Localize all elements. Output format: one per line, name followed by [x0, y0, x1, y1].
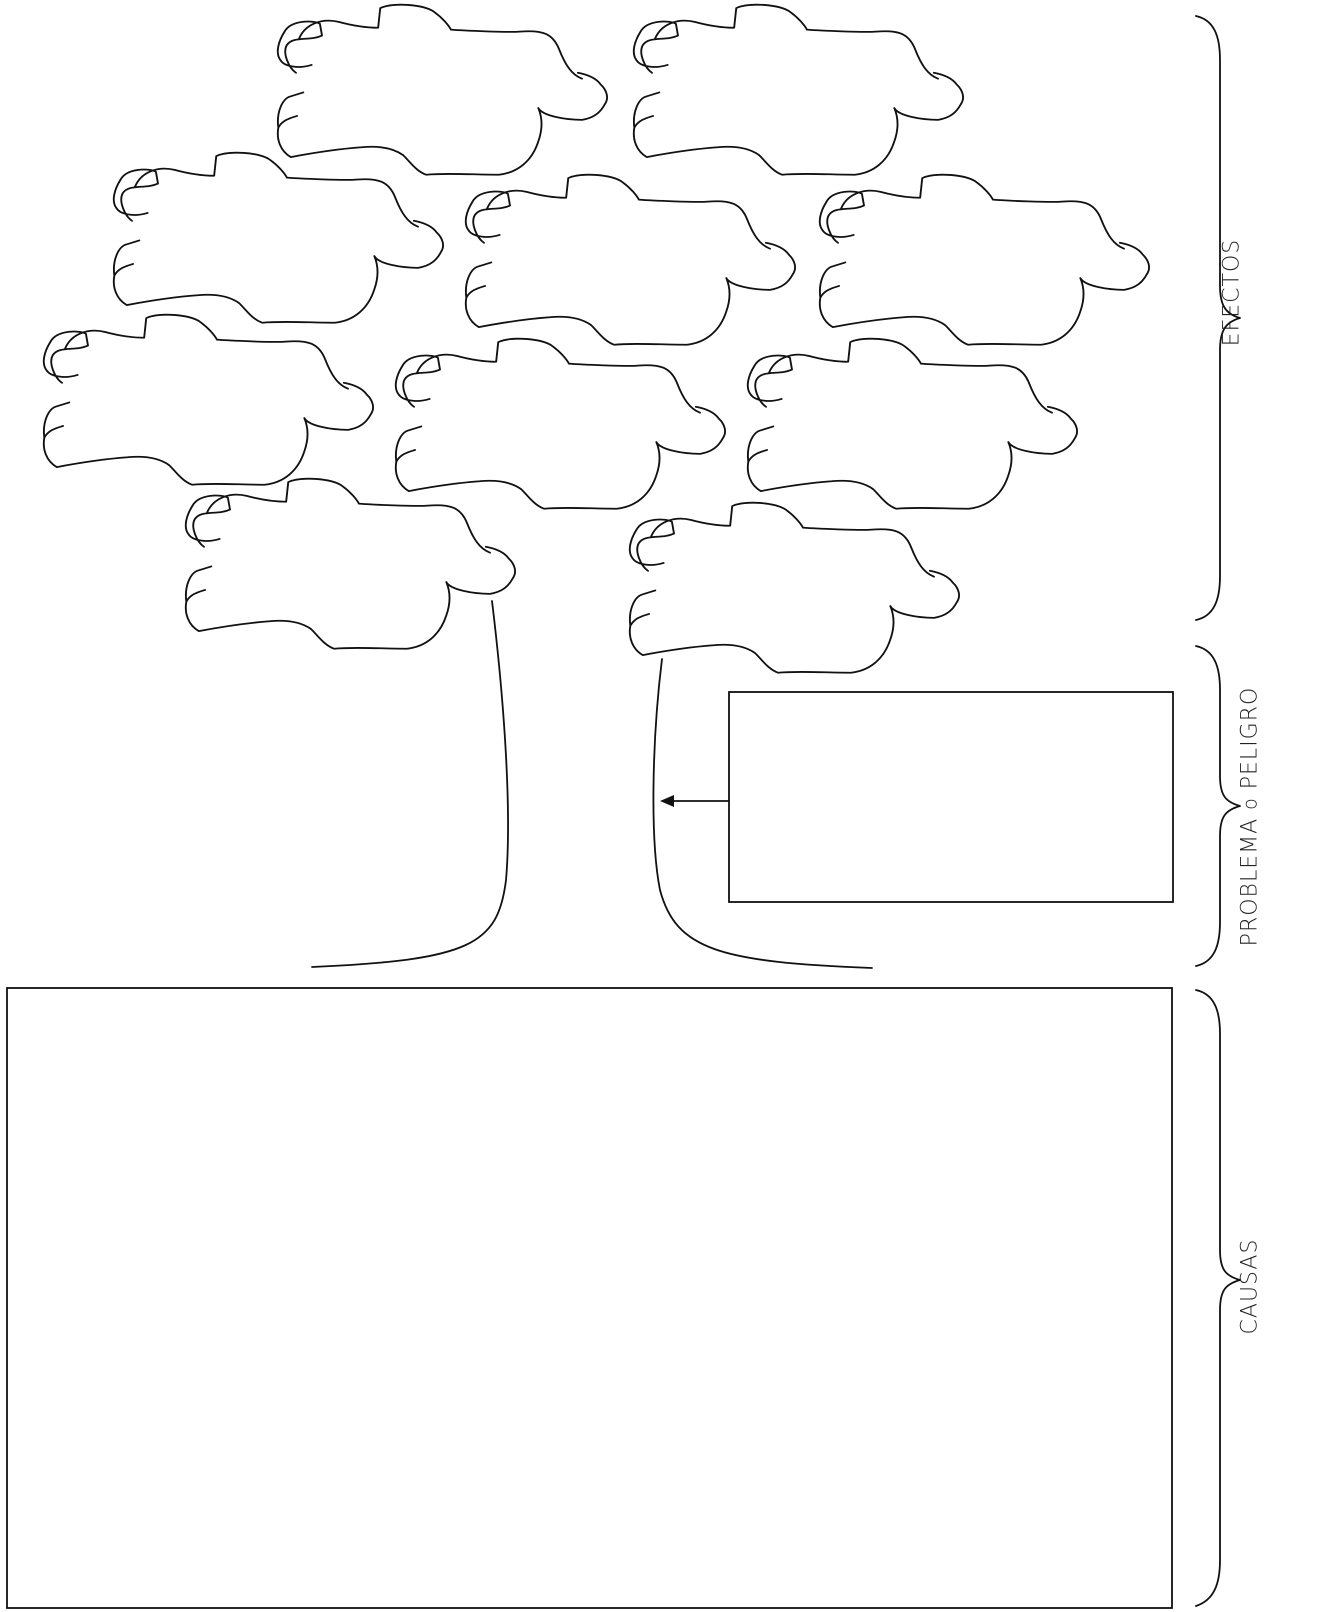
effects-label: EFECTOS: [1220, 223, 1245, 363]
effect-cloud-9[interactable]: [186, 479, 515, 649]
effect-cloud-7[interactable]: [396, 339, 725, 509]
trunk-left-line: [312, 601, 508, 967]
effect-cloud-5[interactable]: [820, 175, 1149, 345]
effect-cloud-8[interactable]: [748, 339, 1077, 509]
effect-cloud-4[interactable]: [466, 175, 795, 345]
problem-label-connector: o: [1240, 797, 1262, 810]
problem-brace: [1196, 646, 1240, 966]
effect-cloud-2[interactable]: [634, 5, 963, 175]
effect-cloud-3[interactable]: [114, 153, 443, 323]
problem-arrow-head: [660, 795, 674, 807]
problem-label-tail: PELIGRO: [1238, 687, 1263, 790]
problem-label-main: PROBLEMA: [1238, 818, 1263, 946]
canopy: [44, 5, 1149, 673]
effect-cloud-1[interactable]: [278, 5, 607, 175]
effect-cloud-10[interactable]: [630, 503, 959, 673]
causes-box[interactable]: [7, 988, 1172, 1608]
effect-cloud-6[interactable]: [44, 315, 373, 485]
causes-brace: [1196, 990, 1240, 1606]
problem-box[interactable]: [729, 692, 1173, 902]
problem-label: PROBLEMA o PELIGRO: [1238, 652, 1263, 982]
causes-label: CAUSAS: [1238, 1217, 1263, 1357]
